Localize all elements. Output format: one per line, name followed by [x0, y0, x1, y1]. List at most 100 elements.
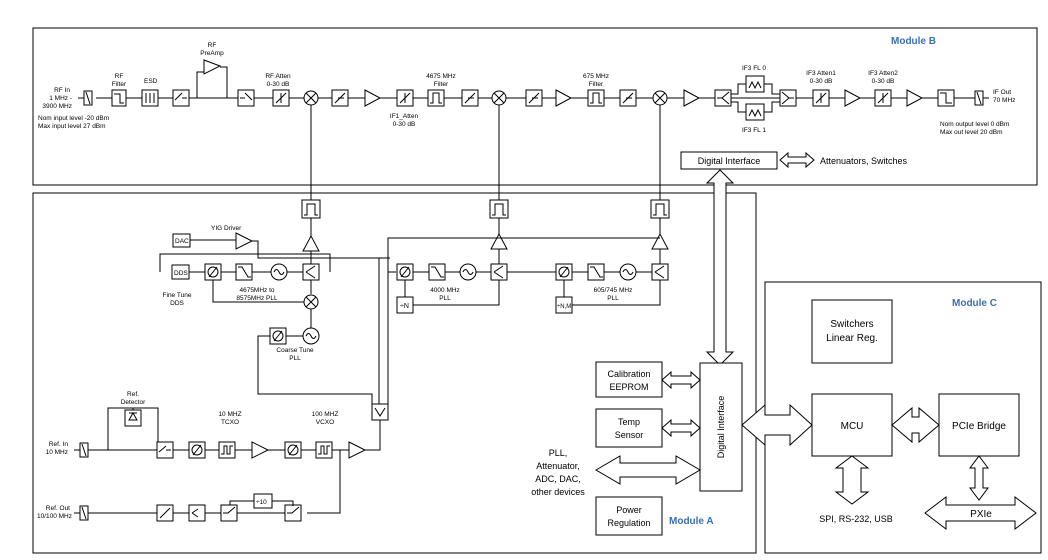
rf-atten-range: 0-30 dB [267, 81, 290, 88]
module-c-title: Module C [952, 298, 997, 309]
if3-fl0-icon [745, 75, 765, 93]
if3-atten2-range: 0-30 dB [872, 78, 895, 85]
linear-reg-label: Linear Reg. [826, 333, 878, 344]
rf-preamp-label: RF [208, 42, 217, 49]
svg-text:RF In1 MHz -3900 MHz: RF In1 MHz -3900 MHz [42, 87, 72, 110]
splitter-1-icon [302, 263, 320, 281]
lo-amp-3-icon [651, 232, 669, 250]
filter-675-label2: Filter [589, 81, 604, 88]
if3-fl1-icon [745, 103, 765, 121]
filter-4675-icon [427, 89, 445, 107]
rf-atten-label: RF Atten [265, 73, 291, 80]
output-level-max: Max out level 20 dBm [940, 129, 1003, 136]
if3-atten1-range: 0-30 dB [810, 78, 833, 85]
attenuators-switches-label: Attenuators, Switches [820, 156, 908, 166]
digital-interface-b-label: Digital Interface [698, 156, 761, 166]
dac-label: DAC [175, 238, 189, 245]
if-out-freq: 70 MHz [993, 97, 1015, 104]
rf-in-connector [78, 90, 93, 106]
filter-675-label: 675 MHz [583, 73, 609, 80]
mixer-2-icon [491, 90, 507, 106]
tcxo-label: 10 MHZ [218, 411, 241, 418]
ref-detector-sub: Detector [121, 399, 146, 406]
module-a-title: Module A [669, 516, 714, 527]
module-b-frame [32, 27, 1038, 186]
vcxo-label: 100 MHZ [312, 411, 339, 418]
filter-4675-label: 4675 MHz [426, 73, 456, 80]
if1-atten-range: 0-30 dB [393, 121, 416, 128]
coarse-tune-label: Coarse Tune [276, 347, 314, 354]
loop-filter-1-icon [235, 263, 253, 281]
input-level-nom: Nom input level -20 dBm [38, 115, 109, 122]
lo-paths [301, 105, 670, 252]
splitter-2-icon [490, 263, 508, 281]
divider-n-label: ÷N [400, 303, 409, 310]
pll-devices-label: PLL, [549, 448, 568, 458]
loop-filter-2-icon [428, 263, 446, 281]
fine-tune-label: Fine Tune [163, 292, 192, 299]
ref-out-freq: 10/100 MHz [37, 513, 72, 520]
digital-interface-a [699, 362, 743, 492]
lo-amp-1-icon [302, 234, 320, 252]
amp-4-icon [844, 89, 862, 107]
switchers-label: Switchers [830, 319, 873, 330]
pcie-pxie-arrow [969, 455, 989, 501]
pxie-label: PXIe [970, 509, 992, 520]
amp-3-icon [683, 89, 701, 107]
input-level-max: Max input level 27 dBm [38, 123, 106, 130]
loop-filter-3-icon [587, 263, 605, 281]
rf-preamp-icon [203, 59, 222, 75]
dds-label: DDS [174, 270, 188, 277]
mcu-label: MCU [841, 421, 864, 432]
other-devices-label: other devices [531, 487, 585, 497]
ref-detector-icon [124, 409, 142, 427]
amp-1-icon [364, 89, 382, 107]
rf-filter-label: RF [115, 73, 124, 80]
filter-4675-label2: Filter [434, 81, 449, 88]
power-label: Power [616, 505, 642, 515]
lo-amp-2-icon [490, 232, 508, 250]
if3-atten2-label: IF3 Atten2 [868, 70, 898, 77]
pll2-label: 4000 MHz [430, 287, 460, 294]
ref-detector-label: Ref. [127, 391, 139, 398]
sensor-label: Sensor [615, 430, 644, 440]
rf-filter-label2: Filter [112, 81, 127, 88]
mixer-1-icon [303, 90, 319, 106]
tcxo-amp-icon [251, 441, 270, 459]
digital-interface-b [680, 151, 778, 170]
mcu-io-arrow [834, 455, 870, 505]
temp-label: Temp [618, 417, 640, 427]
attenuator-devices-label: Attenuator, [536, 461, 580, 471]
digital-bus-arrow [705, 169, 735, 366]
pll1-range: 8575MHz PLL [236, 295, 278, 302]
adc-dac-label: ADC, DAC, [535, 474, 581, 484]
pll3-label: 605/745 MHz [594, 287, 633, 294]
ref-in-label: Ref. In [49, 441, 69, 448]
ref-out-buffer-icon [188, 504, 206, 522]
feedback-mixer-icon [303, 294, 319, 310]
eeprom-arrow [661, 370, 701, 390]
rf-filter-icon [111, 89, 127, 107]
